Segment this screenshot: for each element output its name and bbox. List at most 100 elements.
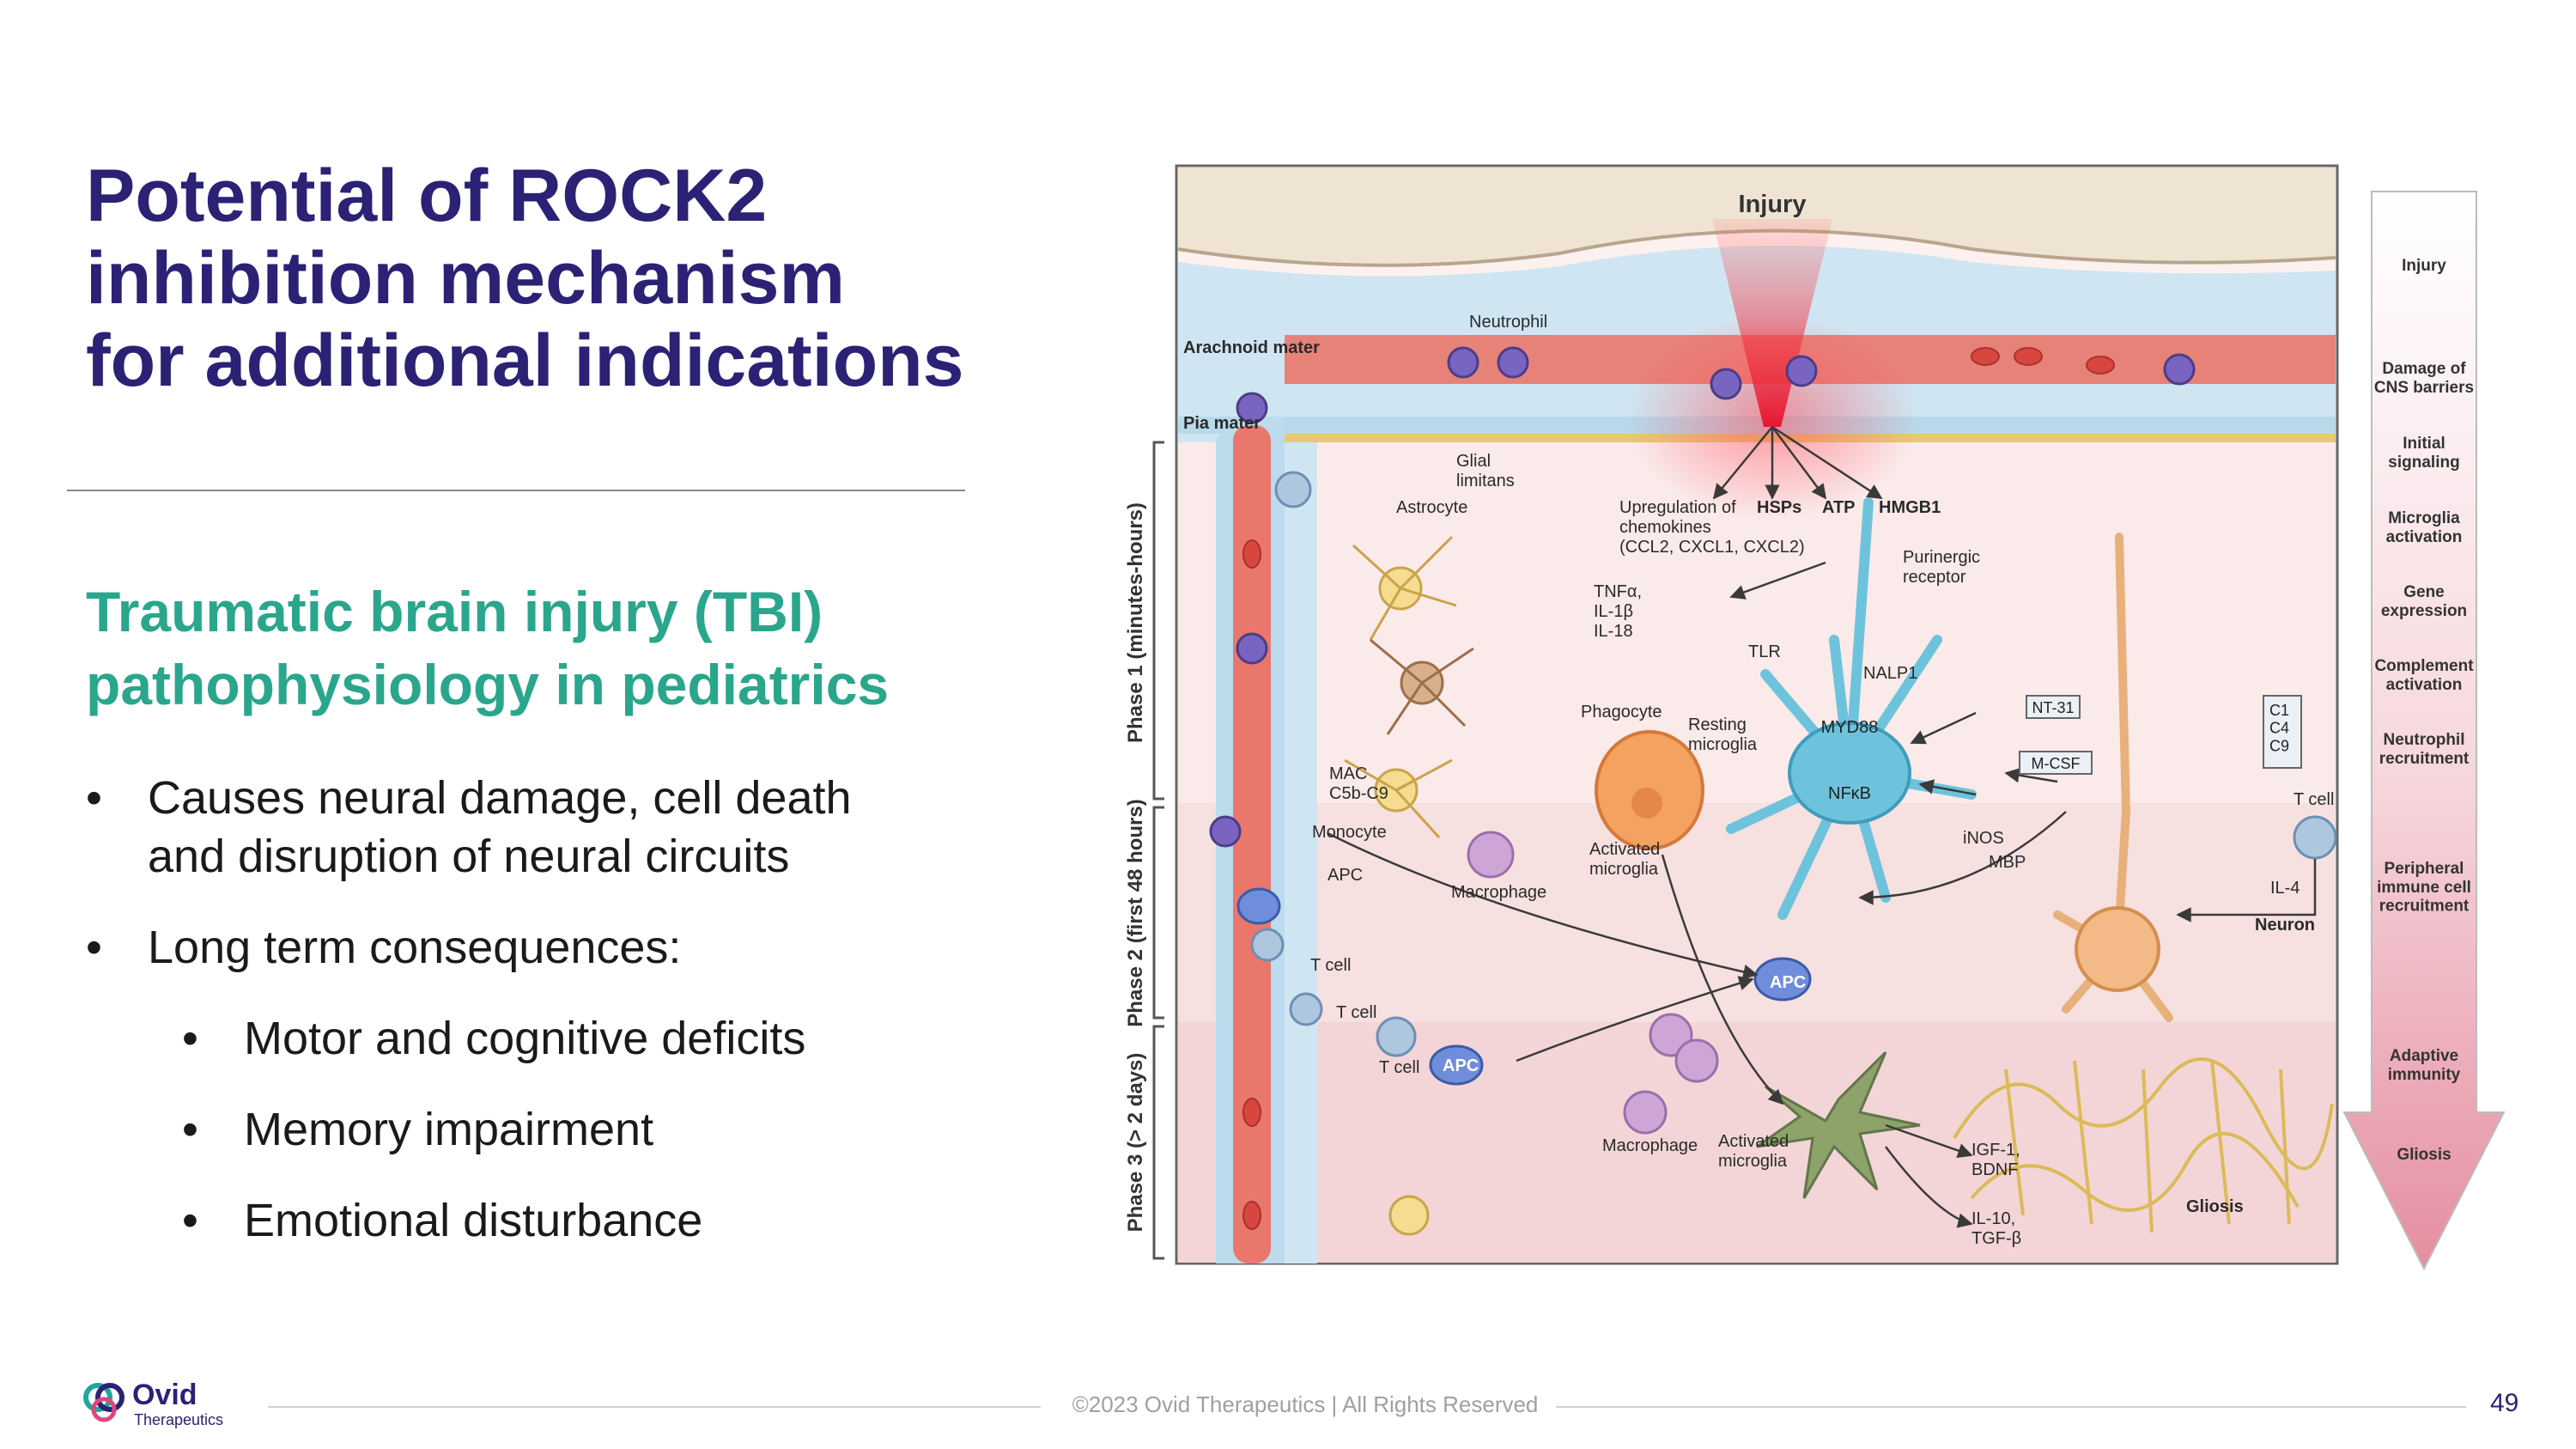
phase-1-label: Phase 1 (minutes-hours) [1124,502,1147,743]
footer-line-right [1556,1406,2466,1408]
bullet-item: Causes neural damage, cell death and dis… [86,769,979,886]
mcsf-box [2019,751,2093,775]
il4-label: IL-4 [2270,879,2300,898]
injury-beam [1712,219,1832,427]
apc-label-3: APC [1443,1056,1479,1075]
t-cell-label-1: T cell [1310,956,1351,975]
apc-label-2: APC [1770,973,1806,992]
macrophage-label-1: Macrophage [1451,883,1546,902]
footer-copyright: ©2023 Ovid Therapeutics | All Rights Res… [1072,1391,1539,1417]
gliosis-label: Gliosis [2186,1197,2244,1216]
bullet-list: Causes neural damage, cell death and dis… [86,769,979,1282]
bullet-text: Causes neural damage, cell death and dis… [148,772,852,882]
sub-bullet-item: Emotional disturbance [182,1191,979,1250]
sub-bullet-item: Motor and cognitive deficits [182,1009,979,1068]
phase-3-label: Phase 3 (> 2 days) [1124,1053,1147,1233]
slide-title: Potential of ROCK2 inhibition mechanism … [86,155,964,402]
pia-label: Pia mater [1183,414,1261,433]
nt31-box [2026,695,2081,719]
injury-label: Injury [1739,191,1807,218]
stage-label: Gliosis [2397,1146,2451,1164]
section-subtitle: Traumatic brain injury (TBI) pathophysio… [86,580,890,716]
neuron-cell [2053,533,2173,1022]
phagocyte-label: Phagocyte [1581,703,1662,721]
nt31-label: NT-31 [2032,699,2074,716]
ovid-logo: Ovid Therapeutics [82,1379,237,1434]
signal-arrows [1327,425,2317,1228]
neutrophil-label: Neutrophil [1469,313,1547,332]
mcsf-label: M-CSF [2032,755,2081,772]
inos-label: iNOS [1963,829,2004,848]
hsps-label: HSPs [1757,498,1801,517]
il10-label: IL-10,TGF-β [1971,1209,2021,1248]
ovid-logo-mark-icon [83,1383,125,1422]
footer-line-left [268,1406,1041,1408]
phase-brackets [1152,441,1164,1260]
atp-label: ATP [1822,498,1856,517]
apc-label-1: APC [1327,866,1363,885]
complement-box [2263,695,2302,769]
t-cell-label-2: T cell [1336,1003,1376,1022]
stage-timeline-arrow [2342,191,2506,1271]
sub-bullet-text: Emotional disturbance [244,1195,703,1246]
tlr-label: TLR [1748,642,1781,661]
t-cell-label-3: T cell [1379,1058,1419,1077]
t-cells [1250,471,2337,1057]
phagocyte-nucleus [1631,788,1662,819]
astrocyte-label: Astrocyte [1396,498,1467,517]
neuron-label: Neuron [2255,916,2315,935]
myd88-label: MYD88 [1821,718,1879,737]
sub-bullet-text: Memory impairment [244,1104,654,1155]
red-blood-cells [1242,347,2115,1230]
monocyte-label: Monocyte [1312,823,1387,842]
stage-label: Injury [2402,257,2446,275]
sub-bullet-item: Memory impairment [182,1100,979,1159]
penetrating-vessel-lumen [1233,425,1271,1263]
macrophage-label-2: Macrophage [1602,1136,1698,1155]
bullet-item: Long term consequences: Motor and cognit… [86,918,979,1250]
title-divider [67,490,965,491]
logo-wordmark: Ovid [132,1379,197,1411]
logo-subtext: Therapeutics [134,1411,224,1428]
hmgb1-label: HMGB1 [1879,498,1941,517]
gliosis-network [1953,1057,2334,1233]
astrocytes [1344,535,1457,1236]
reactive-astrocyte [1370,638,1474,735]
resting-microglia: MYD88 NFκB [1726,497,1977,920]
perivascular-space [1285,442,1317,1263]
phase-2-label: Phase 2 (first 48 hours) [1124,799,1147,1026]
apc-cells [1236,887,1812,1086]
page-number: 49 [2490,1389,2519,1417]
diagram-labels: Arachnoid mater Neutrophil Pia mater Gli… [1183,313,2334,1248]
sub-bullet-text: Motor and cognitive deficits [244,1013,806,1064]
phase-3-band [1178,1022,2336,1263]
activated-microglia-cell [1756,1050,1921,1199]
igf-label: IGF-1,BDNF [1971,1141,2020,1179]
skull-layer [1178,167,2336,265]
nfkb-label: NFκB [1828,784,1871,803]
macrophage-cells [1467,831,1719,1135]
mbp-label: MBP [1989,853,2026,872]
nalp1-label: NALP1 [1863,664,1917,683]
neutrophil-cells [1209,346,2196,848]
sub-bullet-list: Motor and cognitive deficits Memory impa… [148,1009,979,1250]
arachnoid-label: Arachnoid mater [1183,338,1320,357]
